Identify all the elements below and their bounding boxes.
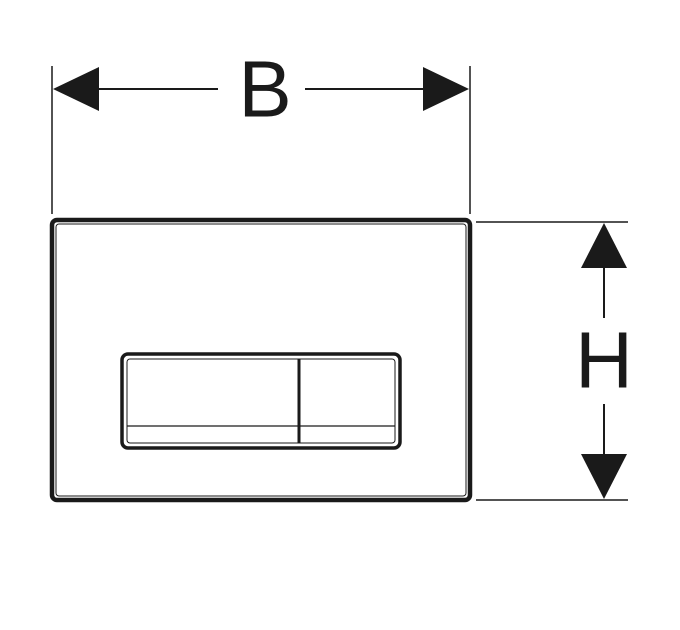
width-label: B: [238, 45, 291, 134]
dual-flush-button: [120, 352, 402, 450]
plate-inner-outline: [55, 223, 467, 497]
flush-plate: [49, 217, 473, 503]
height-label: H: [575, 316, 633, 405]
arrow-up-icon: [581, 223, 627, 268]
button-outer-outline: [120, 352, 402, 450]
arrow-right-icon: [423, 67, 469, 111]
plate-outer-outline: [49, 217, 473, 503]
height-dimension: H: [476, 221, 633, 501]
arrow-left-icon: [53, 67, 99, 111]
width-dimension: B: [51, 45, 471, 214]
button-inner-outline: [126, 358, 396, 444]
arrow-down-icon: [581, 454, 627, 499]
